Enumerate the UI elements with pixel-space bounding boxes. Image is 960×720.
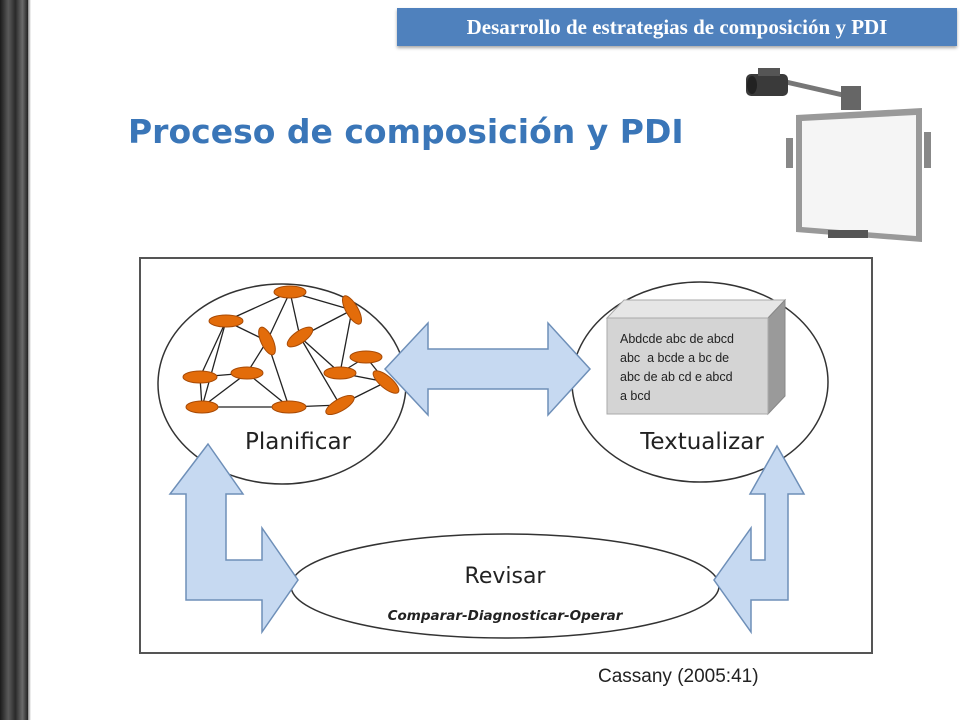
idea-node [185, 400, 219, 414]
idea-node [182, 370, 218, 384]
text-block-line: Abdcde abc de abcd [620, 332, 734, 346]
header-banner: Desarrollo de estrategias de composición… [397, 8, 957, 46]
header-banner-text: Desarrollo de estrategias de composición… [466, 14, 888, 39]
idea-node [208, 314, 244, 328]
idea-node [258, 326, 276, 356]
textualizar-revisar-arrow [713, 444, 806, 635]
text-block-line: abc de ab cd e abcd [620, 370, 733, 384]
planificar-label: Planificar [245, 429, 352, 455]
diagram-frame [139, 257, 873, 654]
interactive-whiteboard-icon [746, 68, 931, 242]
idea-node [230, 366, 264, 380]
citation: Cassany (2005:41) [598, 666, 759, 687]
revisar-sublabel: Comparar-Diagnosticar-Operar [388, 608, 624, 624]
textualizar-label: Textualizar [639, 429, 764, 455]
page-title: Proceso de composición y PDI [128, 112, 684, 151]
text-block-line: a bcd [620, 389, 651, 403]
idea-network-nodes [182, 285, 400, 416]
idea-node [325, 394, 355, 416]
left-decorative-strip [0, 0, 31, 720]
text-block-3d [605, 298, 787, 416]
revisar-label: Revisar [465, 564, 547, 589]
planificar-textualizar-arrow [383, 321, 592, 417]
idea-node [341, 295, 363, 325]
text-block-line: abc a bcde a bc de [620, 351, 729, 365]
idea-node [273, 285, 307, 299]
idea-node [323, 366, 357, 380]
planificar-revisar-arrow [168, 442, 299, 635]
idea-node [372, 370, 400, 394]
idea-node [286, 326, 314, 348]
idea-node [271, 400, 307, 414]
idea-node [349, 350, 383, 364]
